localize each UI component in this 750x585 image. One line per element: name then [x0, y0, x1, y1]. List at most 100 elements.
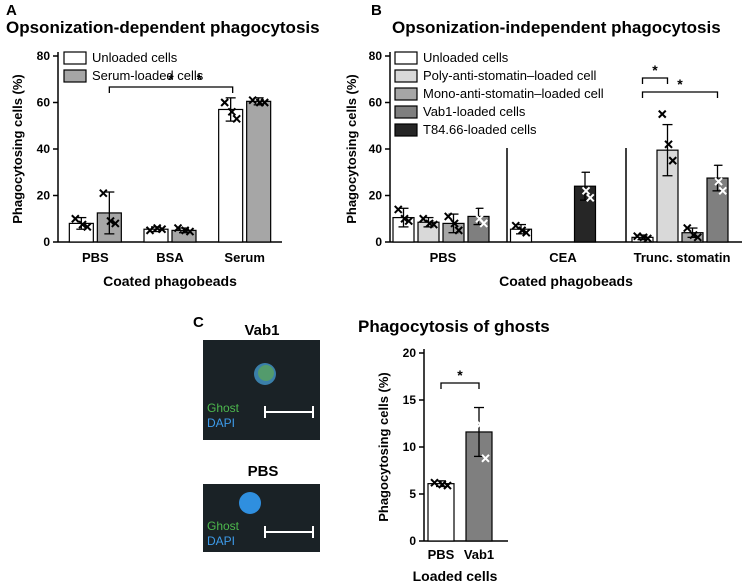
- bar-bsa-0-point-b: [157, 225, 167, 234]
- bar-vab1-point: [476, 420, 485, 429]
- legend-swatch: [394, 69, 418, 83]
- y-tick-label: 15: [403, 393, 417, 407]
- bar-trunc-2-point-b: [683, 223, 692, 233]
- y-tick-label: 20: [403, 346, 417, 360]
- bar-vab1-point: [481, 454, 490, 463]
- bar-pbs-0-point: [71, 214, 80, 223]
- bar-pbs-point: [443, 481, 452, 490]
- x-axis-title: Loaded cells: [413, 568, 498, 584]
- bar-trunc-1-point-b: [664, 140, 673, 149]
- bar-trunc-0-point-b: [639, 233, 648, 242]
- bar-pbs-0-point-b: [83, 222, 92, 232]
- bar-trunc-1-point-b: [658, 109, 667, 119]
- legend-label: Unloaded cells: [92, 50, 178, 65]
- significance-bracket: [108, 86, 234, 93]
- bar-pbs-0-point: [394, 205, 403, 214]
- significance-bracket: [641, 77, 669, 84]
- micrograph-pbs-title: PBS: [248, 463, 279, 480]
- significance-label: *: [197, 71, 203, 87]
- bar-serum-1: [246, 100, 272, 243]
- bar-pbs: [427, 483, 455, 542]
- bar-bsa-1-point-b: [173, 223, 183, 233]
- y-tick-label: 0: [43, 235, 50, 249]
- legend-label: Poly-anti-stomatin–loaded cell: [423, 68, 597, 83]
- bar-pbs-2-point-b: [450, 219, 459, 228]
- micrograph-vab1: Ghost DAPI: [203, 340, 320, 440]
- bar-pbs-0-point-b: [400, 214, 409, 223]
- bar-pbs-1-point: [419, 214, 428, 223]
- bar-trunc-3-point: [718, 186, 727, 196]
- bar-cea-0-point-b: [511, 221, 520, 230]
- bar-pbs-1-point: [99, 188, 108, 198]
- y-tick-label: 0: [375, 235, 382, 249]
- bar-trunc-0-point-b: [643, 234, 652, 243]
- bar-serum-1-point: [260, 98, 269, 107]
- micrograph-vab1-dapi-label: DAPI: [207, 416, 235, 430]
- y-tick-label: 40: [369, 142, 383, 156]
- bar-pbs-3-point-b: [469, 205, 478, 214]
- bar-trunc-0-point-b: [633, 231, 642, 241]
- bar-serum-1-point: [248, 95, 257, 105]
- micrograph-vab1-ghost-label: Ghost: [207, 401, 240, 415]
- bar-pbs-2-point-b: [454, 226, 463, 235]
- bar-serum-0-point: [220, 98, 229, 107]
- legend-swatch: [394, 105, 418, 119]
- bar-trunc-2-point: [693, 233, 702, 242]
- bar-serum-0-point-b: [232, 114, 241, 123]
- legend-label: Unloaded cells: [423, 50, 509, 65]
- bar-pbs-1-point-b: [111, 219, 120, 228]
- panel-a-letter: A: [6, 2, 17, 19]
- bar-trunc-3-point: [708, 161, 717, 170]
- bar-vab1-point-b: [481, 454, 490, 463]
- bar-serum-0-point-b: [220, 98, 229, 107]
- bar-cea-0-point-b: [522, 228, 531, 237]
- significance-bracket: [440, 382, 480, 389]
- bar-cea-4-point: [575, 168, 584, 177]
- x-tick-label: PBS: [430, 250, 457, 265]
- x-tick-label: Serum: [224, 250, 264, 265]
- bar-pbs-1-point-b: [419, 214, 428, 223]
- bar-bsa-1-point: [185, 227, 195, 236]
- legend-label: T84.66-loaded cells: [423, 122, 537, 137]
- panel-b-letter: B: [371, 2, 382, 19]
- bar-vab1-point-b: [476, 420, 485, 429]
- bar-pbs-0-point-b: [404, 216, 413, 226]
- micrograph-pbs: Ghost DAPI: [203, 484, 320, 552]
- x-axis-title: Coated phagobeads: [103, 273, 237, 289]
- bar-pbs-0-point-b: [394, 205, 403, 214]
- bar-pbs-1-point-b: [99, 188, 108, 198]
- bar-pbs-1-point-b: [425, 219, 434, 228]
- bar-serum-0: [218, 108, 244, 243]
- bar-cea-0-point-b: [517, 226, 527, 235]
- x-tick-label: PBS: [82, 250, 109, 265]
- significance-label: *: [652, 62, 658, 78]
- y-tick-label: 0: [409, 534, 416, 548]
- bar-cea-0-point: [511, 221, 520, 230]
- x-tick-label: CEA: [549, 250, 577, 265]
- y-tick-label: 60: [37, 96, 51, 110]
- bar-pbs-2-point: [450, 219, 459, 228]
- bar-trunc-2-point-b: [689, 230, 698, 240]
- y-axis-title: Phagocytosing cells (%): [376, 372, 391, 522]
- bar-bsa-0-point: [157, 225, 167, 234]
- legend-label: Mono-anti-stomatin–loaded cell: [423, 86, 604, 101]
- bar-bsa-0-point-b: [145, 226, 155, 235]
- bar-cea-4-point-b: [575, 168, 584, 177]
- bar-trunc-1-point: [668, 156, 677, 165]
- y-tick-label: 60: [369, 96, 383, 110]
- legend-swatch: [63, 69, 87, 83]
- legend-swatch: [63, 51, 87, 65]
- significance-label: *: [677, 76, 683, 92]
- bar-pbs-1-point: [106, 216, 115, 226]
- bar-serum-0-point-b: [227, 107, 237, 117]
- bar-bsa-1-point: [173, 223, 183, 233]
- bar-pbs-0-point: [400, 214, 409, 223]
- bar-serum-0-point: [227, 107, 237, 117]
- y-tick-label: 80: [369, 49, 383, 63]
- legend-label: Vab1-loaded cells: [423, 104, 526, 119]
- bar-pbs-point-b: [430, 478, 439, 487]
- bar-pbs-0-point: [78, 220, 87, 229]
- bar-cea-0-point: [522, 228, 531, 237]
